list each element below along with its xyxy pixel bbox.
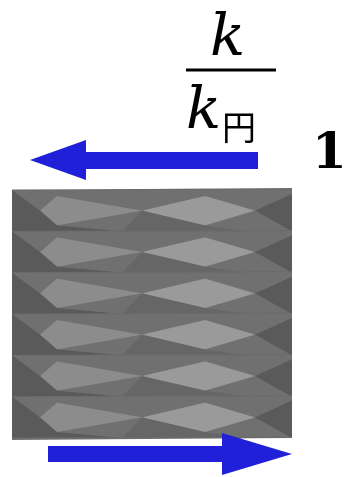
fold-panel	[142, 278, 255, 308]
fold-facet	[122, 293, 245, 314]
fold-facet	[12, 293, 122, 314]
fold-facet	[122, 334, 245, 356]
bottom-arrow-head	[222, 433, 292, 475]
fold-crease	[11, 188, 293, 191]
fold-panel	[142, 320, 255, 350]
folded-cylinder	[11, 188, 293, 440]
fold-facet	[122, 210, 245, 232]
fold-crease	[11, 395, 293, 398]
fold-left-shadow	[12, 231, 40, 273]
ratio-numerator: k	[210, 1, 245, 69]
fold-facet	[12, 210, 122, 232]
bottom-arrow-shaft	[48, 446, 228, 462]
fold-crease	[11, 353, 293, 356]
fold-right-shadow	[255, 194, 292, 232]
fold-facet	[12, 417, 122, 438]
fold-facet	[122, 417, 245, 438]
top-arrow-head	[30, 140, 86, 180]
fold-facet	[122, 376, 245, 397]
fold-crease	[11, 229, 293, 232]
fold-right-shadow	[255, 359, 292, 397]
fold-right-shadow	[255, 400, 292, 438]
fold-right-shadow	[255, 235, 292, 273]
fold-facet	[12, 334, 122, 356]
ratio-label: k k 円	[186, 1, 276, 149]
fold-panel	[40, 320, 142, 350]
fold-crease	[11, 271, 293, 274]
fold-left-shadow	[12, 314, 40, 356]
fold-right-shadow	[255, 318, 292, 356]
top-arrow-shaft	[80, 152, 258, 169]
fold-facet	[122, 252, 245, 273]
fold-left-shadow	[12, 355, 40, 397]
ratio-denominator-subscript: 円	[222, 109, 256, 149]
fold-facet	[12, 376, 122, 397]
fold-facet	[12, 252, 122, 273]
fold-right-shadow	[255, 276, 292, 314]
fold-panel	[142, 237, 255, 267]
fold-panel	[40, 237, 142, 267]
top-arrow	[30, 140, 258, 180]
fold-panel	[142, 402, 255, 432]
fold-panel	[40, 361, 142, 391]
bottom-arrow	[48, 433, 292, 475]
fold-crease	[11, 436, 293, 439]
fold-panel	[142, 196, 255, 226]
fold-left-shadow	[12, 272, 40, 314]
fold-panel	[40, 196, 142, 226]
ratio-denominator-symbol: k	[186, 74, 221, 142]
ratio-value: 1	[312, 121, 347, 180]
fold-panel	[40, 402, 142, 432]
fold-panel	[142, 361, 255, 391]
fold-panel	[40, 278, 142, 308]
fold-crease	[11, 312, 293, 315]
fold-left-shadow	[12, 190, 40, 232]
fold-left-shadow	[12, 396, 40, 438]
